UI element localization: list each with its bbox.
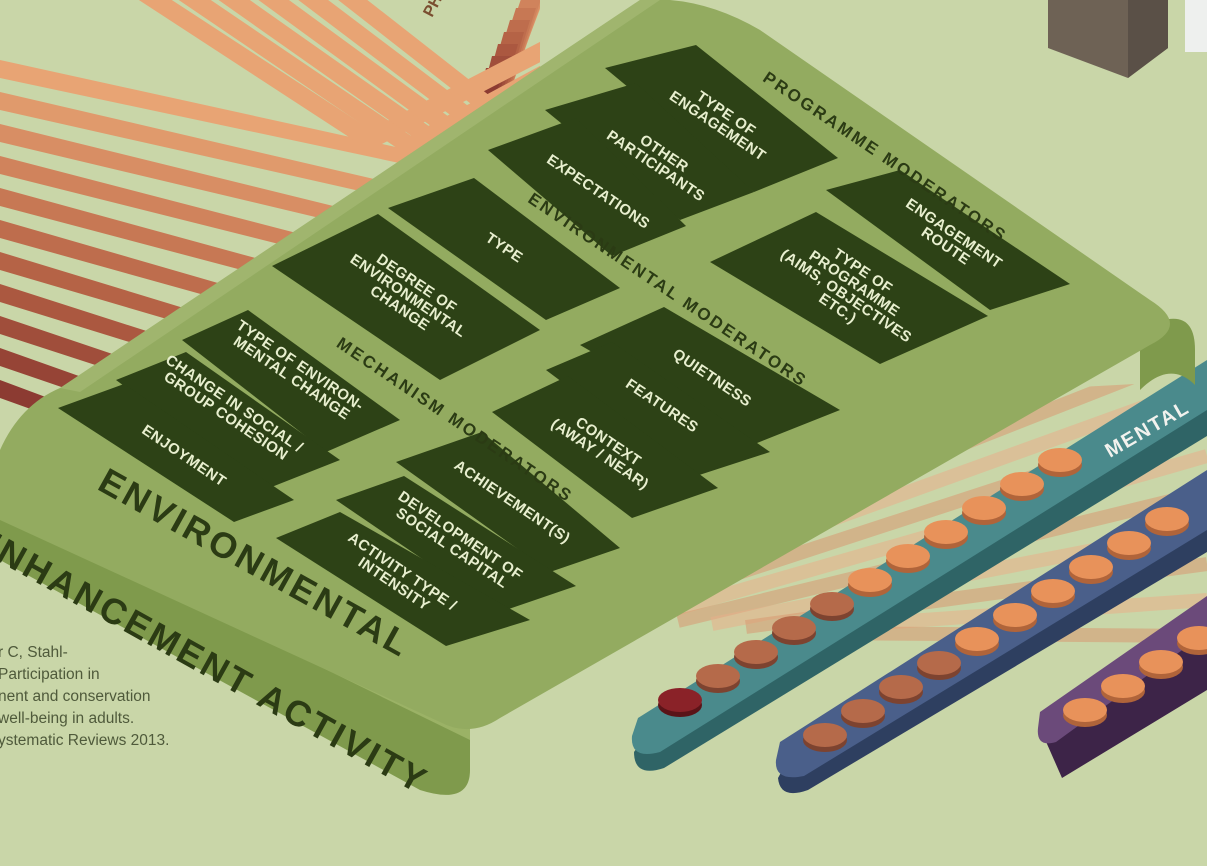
bead: [1107, 531, 1151, 555]
bead: [803, 723, 847, 747]
bead: [772, 616, 816, 640]
citation-line: nent and conservation: [0, 686, 258, 708]
bead: [1101, 674, 1145, 698]
bead: [734, 640, 778, 664]
grey-block: [1048, 0, 1207, 78]
bead: [917, 651, 961, 675]
bead: [879, 675, 923, 699]
bead: [1063, 698, 1107, 722]
bead: [658, 688, 702, 712]
bead: [993, 603, 1037, 627]
bead: [1139, 650, 1183, 674]
bead: [696, 664, 740, 688]
bead: [1000, 472, 1044, 496]
bead: [1145, 507, 1189, 531]
bead: [886, 544, 930, 568]
citation-line: ystematic Reviews 2013.: [0, 730, 258, 752]
bead: [810, 592, 854, 616]
citation: r C, Stahl- Participation in nent and co…: [0, 642, 258, 752]
bead: [841, 699, 885, 723]
citation-line: Participation in: [0, 664, 258, 686]
bead: [955, 627, 999, 651]
bead: [1038, 448, 1082, 472]
bead: [1069, 555, 1113, 579]
citation-line: well-being in adults.: [0, 708, 258, 730]
top-bar-label: PH: [421, 0, 446, 20]
bead: [962, 496, 1006, 520]
citation-line: r C, Stahl-: [0, 642, 258, 664]
bead: [1031, 579, 1075, 603]
bead: [848, 568, 892, 592]
bead: [924, 520, 968, 544]
